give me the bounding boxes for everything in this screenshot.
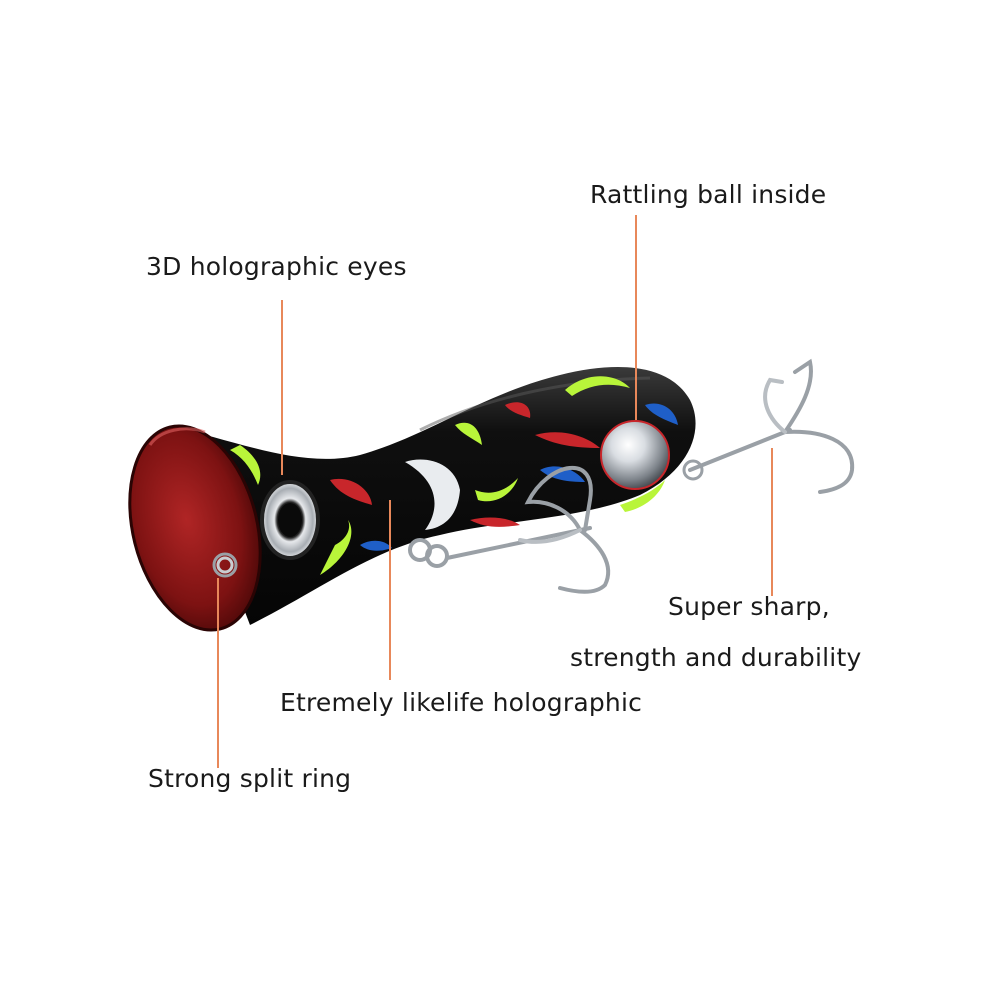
callout-split-ring: Strong split ring (148, 764, 352, 793)
callout-hooks-line2: strength and durability (570, 643, 862, 672)
popper-face (128, 424, 262, 632)
leader-line-hooks (771, 448, 773, 596)
callout-eyes: 3D holographic eyes (146, 252, 407, 281)
leader-line-holographic (389, 500, 391, 680)
callout-hooks-line1: Super sharp, (668, 592, 830, 621)
holographic-eye (260, 480, 320, 560)
front-split-ring (212, 552, 238, 578)
leader-line-rattling-ball (635, 215, 637, 420)
leader-line-eyes (281, 300, 283, 475)
callout-rattling-ball: Rattling ball inside (590, 180, 827, 209)
body-pattern-spots (230, 376, 678, 575)
leader-line-split-ring (217, 578, 219, 768)
belly-treble-hook (408, 465, 611, 594)
rattling-ball (600, 420, 670, 490)
callout-holographic: Etremely likelife holographic (280, 688, 643, 717)
rear-treble-hook (688, 358, 855, 494)
